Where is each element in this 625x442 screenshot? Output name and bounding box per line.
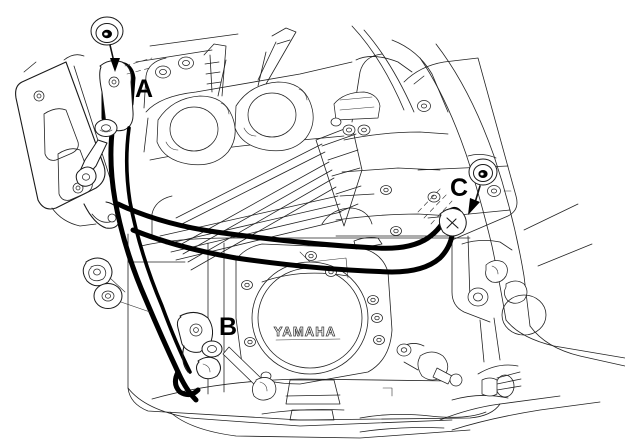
sump-and-exhaust [127, 371, 601, 439]
head-bolt-bosses [155, 56, 194, 79]
upper-right-cover [321, 39, 453, 250]
cylinder-head [135, 33, 353, 161]
oil-cooler-panel [15, 54, 121, 229]
reference-labels: A B C [135, 75, 468, 341]
intake-flanges [156, 27, 314, 166]
engine-cover-logo: YAMAHA [274, 324, 336, 339]
hidden-line-hints-c [417, 187, 453, 225]
hidden-line-hints-a [124, 57, 153, 75]
label-b: B [219, 313, 237, 341]
crash-bar-engine-guard [75, 60, 467, 403]
engine-assembly: YAMAHA [127, 25, 625, 439]
callout-b-hardware [82, 257, 151, 313]
callout-c-bolt [468, 158, 498, 215]
label-a: A [135, 75, 153, 103]
shift-linkage [222, 343, 463, 401]
callout-hardware [82, 16, 498, 313]
label-c: C [450, 174, 468, 202]
clutch-cover: YAMAHA [235, 243, 393, 385]
callout-a-bolt [90, 16, 124, 72]
right-lower-casing [451, 235, 547, 375]
